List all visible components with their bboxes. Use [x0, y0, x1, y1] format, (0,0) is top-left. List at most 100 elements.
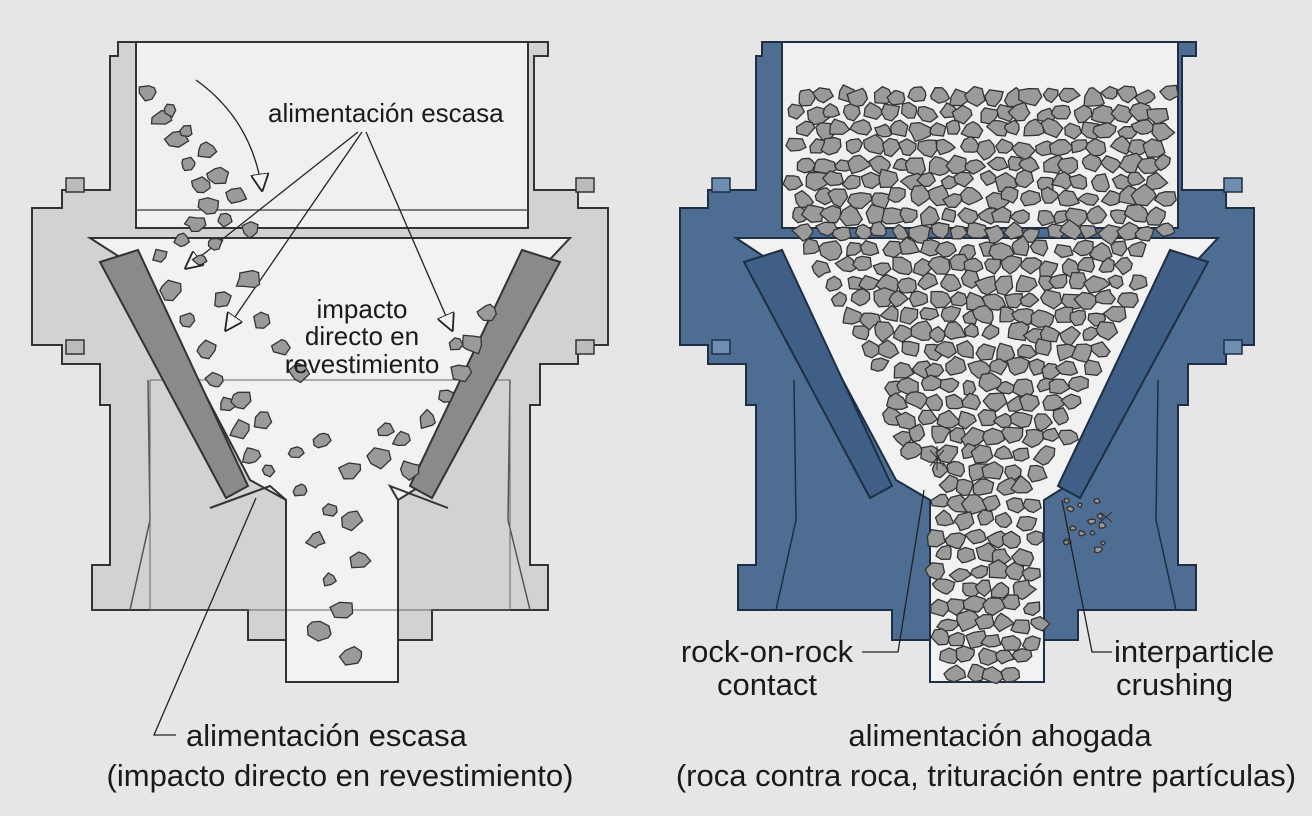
rock: [821, 170, 845, 187]
rock: [1054, 360, 1079, 376]
rock: [1026, 530, 1044, 546]
rock: [992, 612, 1015, 633]
rock: [287, 362, 311, 384]
rock: [1048, 139, 1075, 157]
rock: [892, 324, 915, 343]
rock: [1022, 601, 1041, 617]
rock: [859, 239, 880, 257]
rock: [1070, 343, 1093, 364]
rock: [880, 103, 901, 122]
rock: [253, 411, 273, 430]
rock: [910, 184, 934, 207]
rock: [1001, 594, 1021, 611]
rock: [1088, 241, 1113, 263]
rock: [1015, 274, 1038, 293]
rock: [931, 578, 956, 595]
rock: [985, 119, 1012, 137]
rock: [860, 171, 881, 190]
rock: [971, 304, 994, 325]
rock: [831, 226, 852, 242]
rock: [850, 288, 871, 307]
rock: [217, 212, 233, 228]
rock: [1022, 498, 1042, 514]
rock: [1042, 87, 1059, 104]
rock: [241, 447, 262, 464]
rock: [1098, 257, 1115, 273]
rock: [1053, 243, 1074, 259]
rock: [1019, 292, 1040, 308]
rock: [841, 174, 861, 190]
rock: [938, 474, 960, 494]
rock: [961, 392, 982, 411]
rock: [951, 104, 973, 125]
rock: [1090, 173, 1111, 193]
rock: [1012, 579, 1038, 601]
rock: [341, 510, 364, 532]
rock: [1010, 474, 1034, 494]
rock: [796, 157, 816, 174]
rock: [1070, 139, 1089, 154]
rock: [897, 138, 917, 157]
rock: [943, 664, 967, 683]
rock: [197, 197, 220, 215]
right-left-label: rock-on-rock contact: [672, 634, 862, 701]
rock: [854, 223, 872, 240]
rock: [938, 647, 960, 665]
rock: [782, 175, 804, 191]
right-left-label-line1: rock-on-rock: [680, 634, 854, 669]
rock: [1102, 305, 1127, 323]
rock: [846, 87, 869, 109]
rock: [159, 279, 182, 302]
rock: [461, 334, 483, 355]
rock: [1028, 358, 1045, 377]
rock: [948, 567, 972, 583]
rock: [996, 103, 1016, 123]
rock: [1134, 225, 1155, 242]
rock: [999, 306, 1017, 323]
rock: [945, 355, 967, 376]
left-caption-line1: alimentación escasa: [186, 718, 467, 753]
rock: [1142, 138, 1166, 158]
rock: [1005, 497, 1026, 514]
rock: [1083, 359, 1103, 376]
rock: [964, 159, 987, 175]
rock: [1068, 173, 1088, 190]
rock: [322, 572, 338, 587]
rock: [1081, 153, 1103, 173]
rock: [924, 393, 944, 412]
rock: [881, 207, 906, 225]
rock: [261, 464, 276, 478]
rock: [962, 595, 987, 613]
rock: [851, 255, 872, 272]
rock: [1110, 103, 1134, 124]
rock: [1020, 257, 1043, 275]
rock: [845, 138, 864, 155]
rock: [888, 289, 910, 308]
rock: [191, 254, 208, 266]
rock: [1086, 205, 1108, 225]
rock: [975, 343, 997, 361]
rock: [885, 392, 909, 411]
rock: [941, 207, 957, 223]
rock: [908, 122, 932, 143]
rock: [1030, 615, 1051, 632]
rock: [1011, 648, 1033, 663]
left-liner-left: [98, 248, 250, 500]
rock: [1099, 540, 1107, 546]
rock: [881, 137, 902, 158]
rock: [1133, 89, 1156, 107]
rock: [1001, 530, 1022, 550]
rock: [959, 135, 983, 153]
rock: [196, 339, 217, 360]
rock: [917, 409, 939, 426]
rock: [183, 216, 207, 233]
rock: [827, 188, 849, 209]
rock: [899, 306, 919, 325]
rock: [916, 139, 939, 158]
rock: [924, 362, 945, 377]
rock: [958, 410, 978, 430]
rock: [1057, 429, 1080, 446]
rock: [1107, 274, 1124, 290]
rock: [995, 380, 1018, 395]
rock: [1029, 239, 1049, 257]
